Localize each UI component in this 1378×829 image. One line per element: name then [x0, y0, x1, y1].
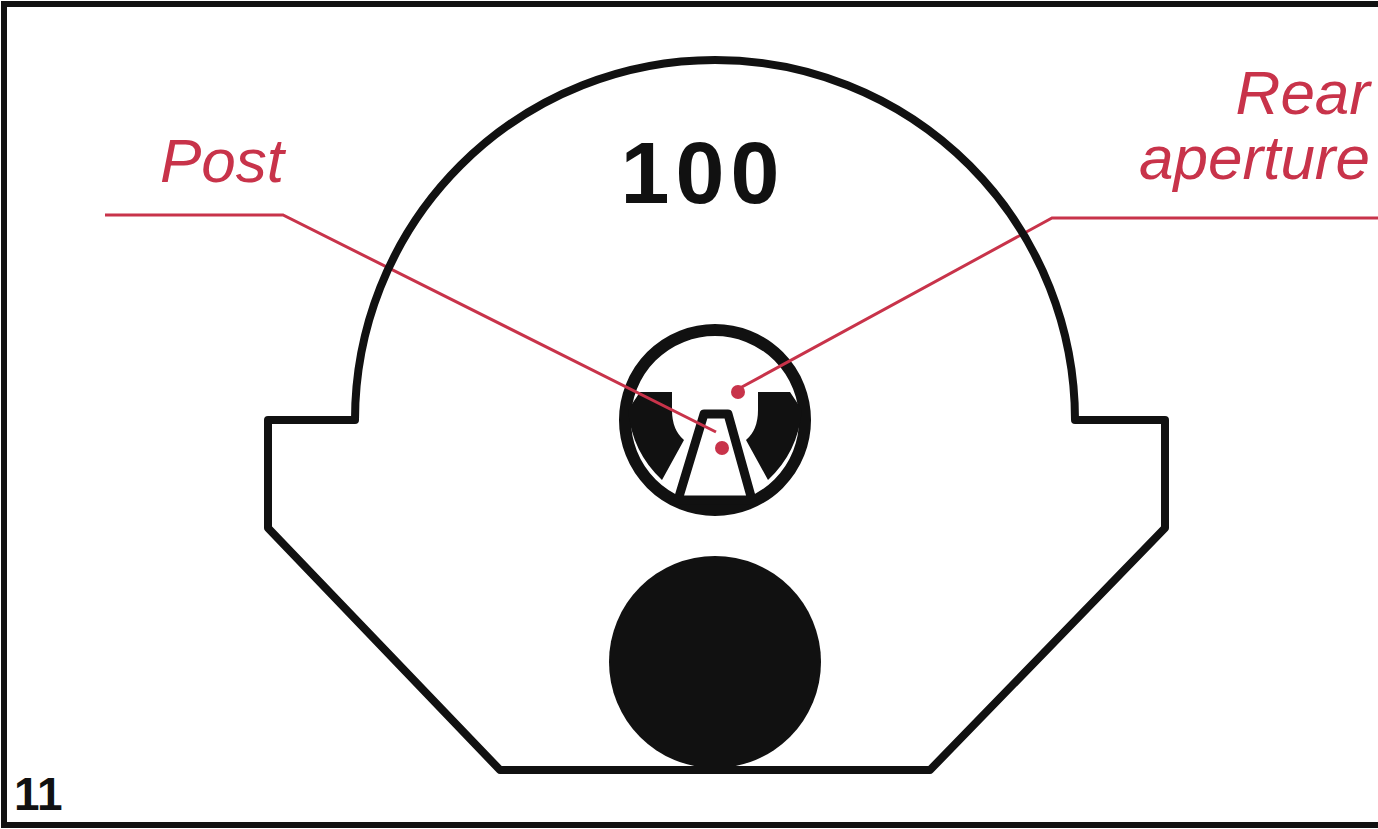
leader-line: [105, 215, 716, 432]
aperture-ear: [628, 392, 684, 480]
leader-dot: [715, 441, 729, 455]
range-marking: 100: [621, 122, 786, 224]
aperture-ear: [746, 392, 802, 480]
sight-base-ball: [609, 556, 821, 768]
part-label: Post: [160, 128, 284, 193]
aperture-ring: [625, 330, 805, 510]
leader-dot: [731, 385, 745, 399]
figure-number: 11: [14, 770, 63, 818]
part-label: Rear aperture: [1070, 60, 1370, 190]
front-post: [678, 414, 752, 500]
sight-housing: 100: [258, 54, 1172, 776]
housing-path: [268, 60, 1165, 770]
frame: [4, 4, 1378, 825]
